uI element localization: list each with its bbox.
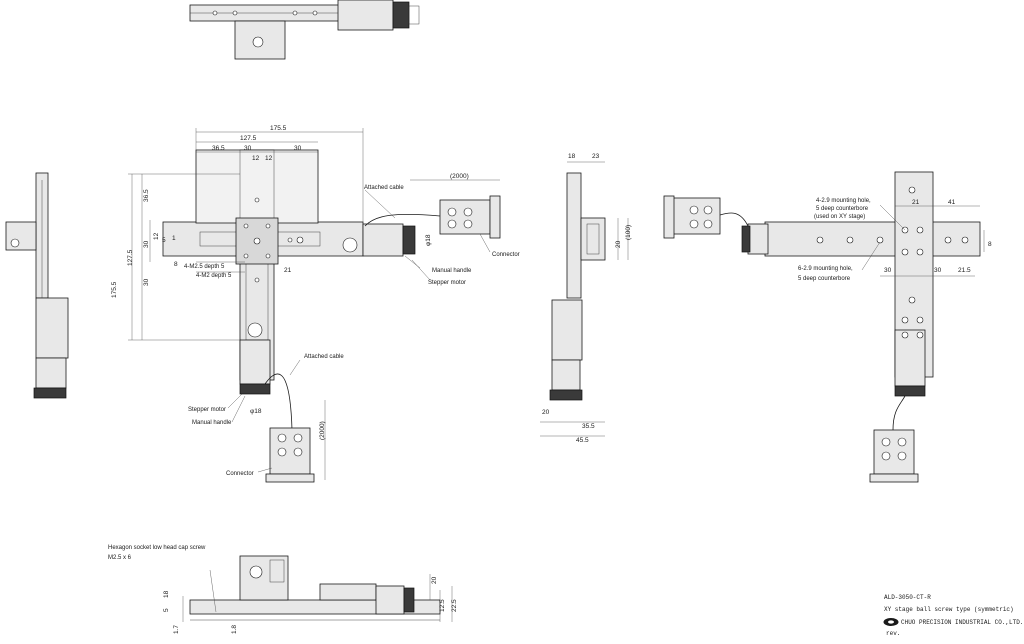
f-dim-1-8: 1.8: [231, 625, 238, 634]
dim-30-b: 30: [294, 145, 302, 152]
side-elevation-view: [540, 161, 629, 437]
stepper-motor-bottom-label: Stepper motor: [188, 407, 226, 413]
tap-note-m2: 4-M2 depth 5: [196, 273, 232, 279]
dim-5-left: 5: [162, 237, 166, 244]
dim-175-5-top: 175.5: [270, 125, 287, 132]
dim-30-left-b: 30: [143, 278, 150, 286]
mounting-note-xy-line2: 5 deep counterbore: [816, 206, 869, 212]
f-dim-5: 5: [163, 608, 170, 612]
dim-1-left: 1: [172, 235, 176, 242]
side-dim-35-5: 35.5: [582, 423, 595, 430]
dim-2000-bottom: (2000): [319, 421, 326, 440]
dim-12-left: 12: [153, 232, 160, 240]
connector-top-label: Connector: [492, 252, 520, 258]
hex-screw-label: Hexagon socket low head cap screw: [108, 545, 206, 551]
dim-12-b: 12: [265, 155, 273, 162]
mounting-note-xy-line3: (used on XY stage): [814, 214, 865, 220]
r-dim-41: 41: [948, 199, 956, 206]
dim-127-5-left: 127.5: [127, 249, 134, 266]
dim-175-5-left: 175.5: [111, 281, 118, 298]
dim-36-5: 36.5: [212, 145, 225, 152]
dim-30-left-a: 30: [143, 240, 150, 248]
model-number: ALD-3050-CT-R: [884, 594, 931, 601]
side-dim-100: (100): [625, 225, 632, 240]
connector-bottom-label: Connector: [226, 471, 254, 477]
dim-phi18-right: φ18: [425, 234, 432, 246]
drawing-description: XY stage ball screw type (symmetric): [884, 606, 1014, 613]
r-dim-30a: 30: [884, 267, 892, 274]
left-side-view: [5, 172, 69, 399]
mounting-note-6-line2: 5 deep counterbore: [798, 276, 851, 282]
dim-2000-top: (2000): [450, 173, 469, 180]
mirror-plan-view: [663, 171, 985, 483]
side-dim-18: 18: [568, 153, 576, 160]
dim-21-center: 21: [284, 267, 292, 274]
company-name: CHUO PRECISION INDUSTRIAL CO.,LTD.: [901, 619, 1023, 626]
hex-screw-size: M2.5 x 6: [108, 555, 132, 561]
f-dim-22-5: 22.5: [451, 599, 458, 612]
r-dim-8: 8: [988, 241, 992, 248]
r-dim-30b: 30: [934, 267, 942, 274]
dim-12-a: 12: [252, 155, 260, 162]
side-dim-20a: 20: [615, 240, 622, 248]
top-elevation-view: [189, 0, 420, 60]
r-dim-21: 21: [912, 199, 920, 206]
dim-127-5-top: 127.5: [240, 135, 257, 142]
revision-label: rev.: [886, 630, 900, 637]
dim-36-5-left: 36.5: [143, 189, 150, 202]
manual-handle-right-label: Manual handle: [432, 268, 472, 274]
main-plan-view: [128, 128, 501, 483]
front-elevation-view: [182, 555, 453, 622]
mounting-note-xy-line1: 4-2.9 mounting hole,: [816, 198, 871, 204]
side-dim-23: 23: [592, 153, 600, 160]
f-dim-1-7: 1.7: [173, 625, 180, 634]
title-block: ALD-3050-CT-R XY stage ball screw type (…: [883, 594, 1023, 637]
f-dim-20: 20: [431, 576, 438, 584]
attached-cable-bottom-label: Attached cable: [304, 354, 344, 360]
mounting-note-6-line1: 6-2.9 mounting hole,: [798, 266, 853, 272]
dim-30-a: 30: [244, 145, 252, 152]
stepper-motor-right-label: Stepper motor: [428, 280, 466, 286]
r-dim-21-5: 21.5: [958, 267, 971, 274]
side-dim-45-5: 45.5: [576, 437, 589, 444]
f-dim-12-5: 12.5: [439, 599, 446, 612]
dim-phi18-bottom: φ18: [250, 408, 262, 415]
tap-note-m2-5: 4-M2.5 depth 5: [184, 264, 225, 270]
manual-handle-bottom-label: Manual handle: [192, 420, 232, 426]
dim-8-left: 8: [174, 261, 178, 268]
attached-cable-top-label: Attached cable: [364, 185, 404, 191]
f-dim-18: 18: [163, 590, 170, 598]
connector-top-drawing: [439, 195, 501, 239]
connector-bottom-drawing: [265, 427, 315, 483]
side-dim-20b: 20: [542, 409, 550, 416]
